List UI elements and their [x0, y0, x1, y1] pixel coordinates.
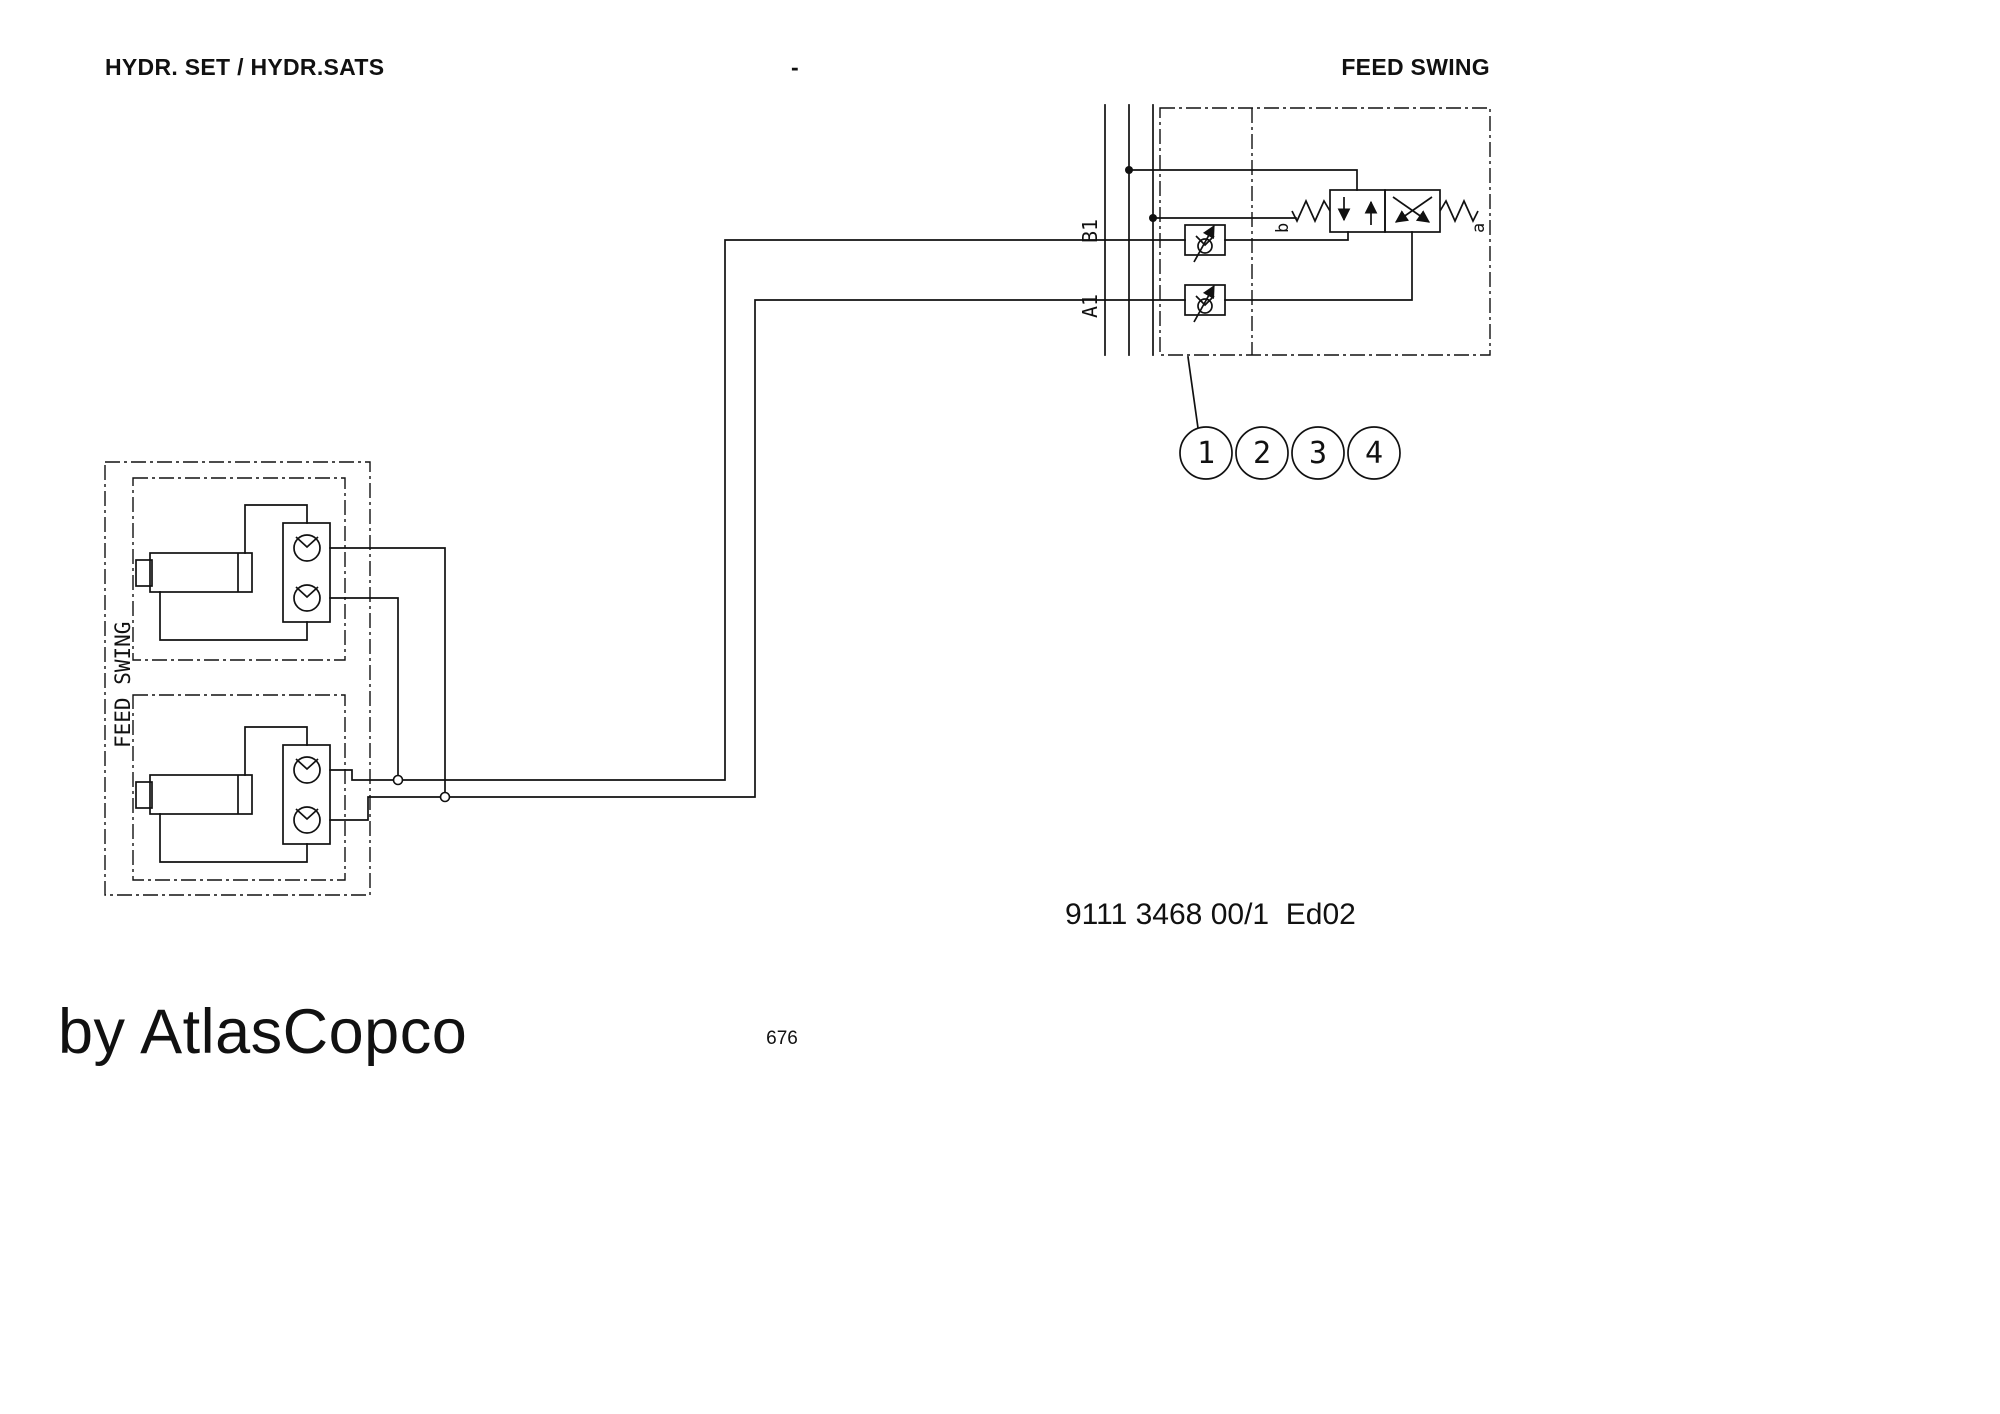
balloon-3: 3: [1291, 426, 1345, 480]
cylinder-rod-end: [135, 781, 153, 809]
brand-text: by AtlasCopco: [58, 997, 468, 1067]
svg-text:3: 3: [1309, 436, 1327, 471]
solenoid-label-b: b: [1273, 223, 1293, 233]
balloon-1: 1: [1179, 426, 1233, 480]
check-valve-block: [282, 522, 331, 623]
valve-block-enclosure: [1159, 107, 1491, 356]
item-balloons: 1 2 3 4: [1179, 356, 1401, 480]
check-valve-block: [282, 744, 331, 845]
drawing-number: 9111 3468 00/1 Ed02: [1065, 898, 1356, 931]
document-title-right: FEED SWING: [1341, 54, 1490, 80]
svg-text:4: 4: [1365, 436, 1383, 471]
junction-node: [392, 774, 404, 786]
valve-block-lines: [1125, 166, 1413, 301]
feed-swing-label: FEED SWING: [111, 622, 135, 748]
solenoid-label-a: a: [1469, 223, 1489, 233]
cylinder-barrel: [149, 774, 253, 815]
directional-valve: b a: [1273, 189, 1489, 233]
spring-right: [1439, 198, 1479, 224]
document-title-left: HYDR. SET / HYDR.SATS: [105, 54, 385, 80]
balloon-4: 4: [1347, 426, 1401, 480]
spring-left: [1291, 198, 1331, 224]
balloon-leader-line: [1187, 356, 1199, 429]
throttle-check-valve-1: [1184, 224, 1226, 263]
manifold-plate: B1 A1: [1078, 104, 1154, 356]
hose-lines: [392, 239, 1186, 803]
balloon-2: 2: [1235, 426, 1289, 480]
cylinder-rod-end: [135, 559, 153, 587]
throttle-check-valve-2: [1184, 284, 1226, 323]
cylinder-assembly-top: [135, 504, 446, 798]
port-label-b1: B1: [1078, 219, 1102, 243]
port-label-a1: A1: [1078, 294, 1102, 318]
junction-node: [439, 791, 451, 803]
header-separator: -: [791, 54, 799, 80]
cylinder-assembly-bottom: [135, 726, 446, 863]
feed-swing-enclosure: FEED SWING: [104, 461, 371, 896]
svg-text:2: 2: [1253, 436, 1271, 471]
svg-text:1: 1: [1197, 436, 1215, 471]
cylinder-barrel: [149, 552, 253, 593]
page-number: 676: [766, 1028, 798, 1049]
